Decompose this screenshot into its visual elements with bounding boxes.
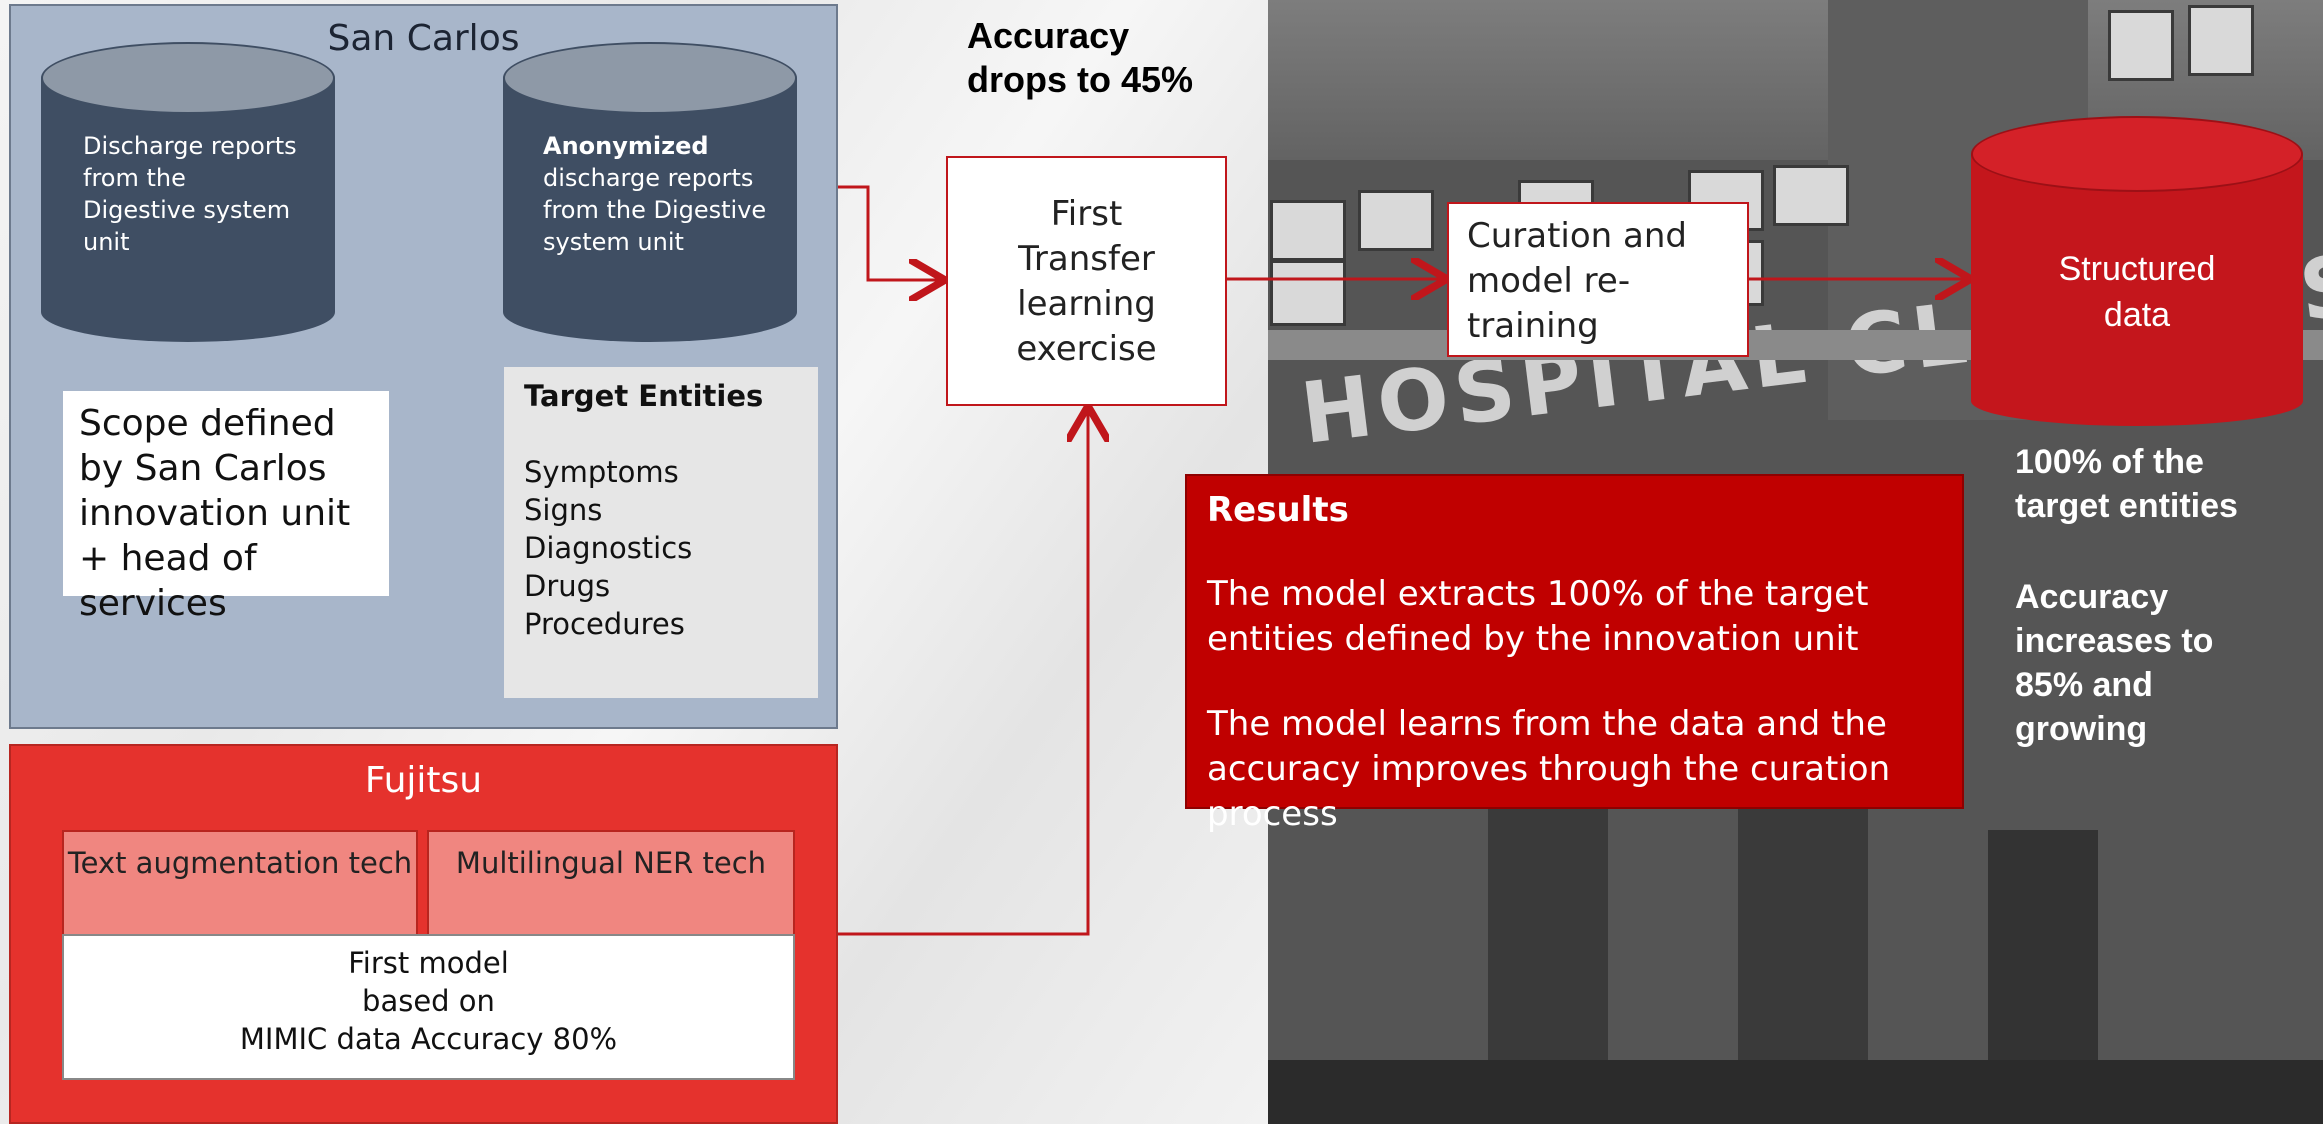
target-entities-title: Target Entities: [524, 379, 764, 413]
first-model-box: First model based on MIMIC data Accuracy…: [62, 934, 795, 1080]
structured-data-cylinder: Structured data: [1971, 116, 2303, 426]
results-point-1: The model extracts 100% of the target en…: [1207, 574, 1869, 659]
target-entities-box: Target Entities Symptoms Signs Diagnosti…: [504, 367, 818, 698]
fujitsu-title: Fujitsu: [364, 760, 483, 801]
model-line: based on: [362, 984, 495, 1018]
results-box: Results The model extracts 100% of the t…: [1185, 474, 1964, 834]
target-entity-item: Procedures: [524, 607, 685, 641]
accuracy-drop-label: Accuracy drops to 45%: [967, 15, 1194, 100]
target-entity-item: Signs: [524, 493, 603, 527]
text-augmentation-box: Text augmentation tech: [62, 830, 418, 936]
results-title: Results: [1207, 490, 1349, 530]
scope-box: Scope defined by San Carlos innovation u…: [63, 391, 389, 624]
target-entity-item: Diagnostics: [524, 531, 693, 565]
structured-label-line1: Structured: [2058, 250, 2216, 288]
structured-data-label: Structured data: [1971, 246, 2303, 338]
database-anonymized-reports: Anonymized discharge reports from the Di…: [503, 42, 797, 342]
curation-box: Curation and model re-training: [1447, 202, 1749, 357]
accuracy-stat: Accuracy increases to 85% and growing: [2015, 578, 2214, 748]
model-line: MIMIC data Accuracy 80%: [239, 1022, 618, 1056]
arrow-fujitsu-to-transfer: [838, 406, 1088, 936]
multilingual-ner-box: Multilingual NER tech: [427, 830, 795, 936]
anonymized-label: Anonymized: [543, 132, 709, 160]
san-carlos-panel: San Carlos Discharge reports from the Di…: [9, 4, 838, 729]
results-point-2: The model learns from the data and the a…: [1207, 704, 1891, 834]
san-carlos-title: San Carlos: [327, 18, 520, 59]
fujitsu-panel: Fujitsu Text augmentation tech Multiling…: [9, 744, 838, 1124]
database-discharge-reports: Discharge reports from the Digestive sys…: [41, 42, 335, 342]
database-label: Discharge reports from the Digestive sys…: [83, 132, 297, 256]
target-entity-item: Drugs: [524, 569, 611, 603]
structured-label-line2: data: [2103, 296, 2171, 334]
target-entity-item: Symptoms: [524, 455, 679, 489]
database-label: Anonymized discharge reports from the Di…: [543, 130, 773, 258]
model-line: First model: [348, 946, 509, 980]
coverage-stat: 100% of the target entities: [2015, 443, 2238, 525]
transfer-learning-box: First Transfer learning exercise: [946, 156, 1227, 406]
anonymized-desc: discharge reports from the Digestive sys…: [543, 164, 767, 256]
